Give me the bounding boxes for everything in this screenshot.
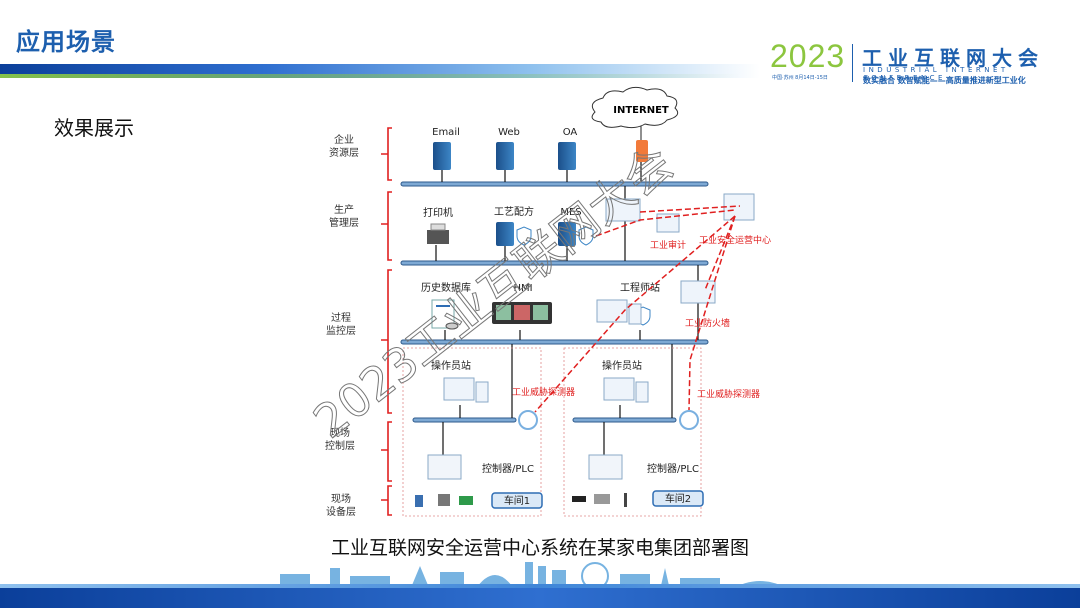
svg-text:车间2: 车间2 (665, 492, 691, 505)
svg-text:车间1: 车间1 (504, 494, 530, 507)
node-label-printer: 打印机 (423, 206, 453, 219)
hmi-icon (492, 302, 552, 324)
node-label-web: Web (498, 127, 520, 138)
node-label-recipe: 工艺配方 (494, 205, 534, 218)
security-label-detector: 工业威胁探测器 (697, 388, 760, 400)
layer-label: 监控层 (326, 324, 356, 337)
field-device-icon (415, 493, 627, 507)
firewall-icon (636, 140, 648, 162)
logo-name: 工业互联网大会 (862, 46, 1044, 70)
node-label-email: Email (432, 127, 460, 138)
security-label-detector: 工业威胁探测器 (512, 386, 575, 398)
security-label-audit: 工业审计 (650, 239, 686, 251)
plc-icon (427, 454, 623, 480)
security-label-soc: 工业安全运营中心 (699, 234, 771, 246)
node-label-hmi: HMI (513, 283, 532, 294)
layer-label: 控制层 (325, 439, 355, 452)
node-label-plc: 控制器/PLC (482, 462, 534, 475)
internet-cloud: INTERNET (591, 86, 679, 129)
footer-bar (0, 588, 1080, 608)
security-label-firewall: 工业防火墙 (685, 317, 730, 329)
database-icon (431, 299, 459, 330)
svg-text:INTERNET: INTERNET (613, 105, 669, 116)
layer-label: 现场 (331, 492, 351, 505)
layer-label: 管理层 (329, 216, 359, 229)
layer-label: 生产 (334, 203, 354, 216)
node-label-plc: 控制器/PLC (647, 462, 699, 475)
layer-brackets (381, 127, 392, 516)
section-subtitle: 效果展示 (54, 116, 134, 140)
footer-accent (0, 584, 1080, 588)
network-bus (400, 181, 709, 423)
layer-label: 现场 (330, 426, 350, 439)
server-icon (433, 142, 576, 246)
node-label-operator: 操作员站 (431, 359, 471, 372)
workshop-badge: 车间2 (652, 490, 704, 507)
node-label-mes: MES (560, 207, 581, 218)
workshop-badge: 车间1 (491, 492, 543, 509)
layer-label: 设备层 (326, 505, 356, 518)
node-label-engineer: 工程师站 (620, 281, 660, 294)
layer-label: 过程 (331, 311, 351, 324)
layer-label: 企业 (334, 133, 354, 146)
logo-name-en: INDUSTRIAL INTERNET CONFERENCE (863, 66, 1009, 82)
header-accent (0, 74, 740, 78)
node-label-history-db: 历史数据库 (421, 281, 471, 294)
layer-label: 资源层 (329, 146, 359, 159)
detector-icon (518, 410, 699, 430)
logo-year: 2023 (770, 38, 846, 74)
figure-caption: 工业互联网安全运营中心系统在某家电集团部署图 (330, 537, 749, 559)
logo-location: 中国·苏州 8月14日-15日 (772, 75, 828, 81)
logo-divider (852, 44, 853, 82)
node-label-oa: OA (563, 127, 578, 138)
security-appliance-icon (605, 193, 755, 304)
logo-slogan: 数实融合 数智赋能——高质量推进新型工业化 (863, 76, 1026, 85)
shield-icon (516, 226, 651, 326)
workstation-icon (443, 299, 649, 403)
page-title: 应用场景 (16, 28, 116, 56)
node-label-operator: 操作员站 (602, 359, 642, 372)
printer-icon (427, 223, 449, 244)
